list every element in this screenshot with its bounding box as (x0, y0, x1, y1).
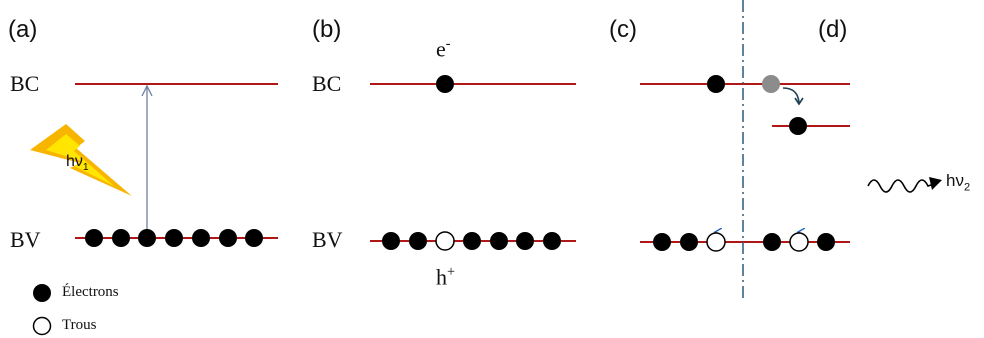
electron (219, 229, 237, 247)
hole-label: h+ (436, 264, 456, 290)
electron (85, 229, 103, 247)
panel-label-a: (a) (8, 16, 38, 43)
wavy-photon-arrow (867, 177, 942, 193)
cb-electron-c (707, 75, 725, 93)
electron (382, 232, 400, 250)
electron (680, 233, 698, 251)
electron (763, 233, 781, 251)
electron (112, 229, 130, 247)
legend-hole-icon (32, 316, 52, 336)
transfer-arrow (782, 87, 804, 106)
legend-holes-label: Trous (62, 317, 97, 333)
absorbed-photon-label: hν1 (66, 153, 89, 174)
cb-label-a: BC (10, 71, 40, 96)
vb-carriers-cd (653, 232, 835, 252)
electron (490, 232, 508, 250)
hole (435, 231, 455, 251)
cb-label-b: BC (312, 71, 342, 96)
electron (192, 229, 210, 247)
excited-electron (436, 75, 454, 93)
hole (789, 232, 809, 252)
legend-electron-icon (33, 284, 51, 302)
electron-label: e- (436, 36, 451, 62)
electron (245, 229, 263, 247)
electron (817, 233, 835, 251)
emitted-photon-label: hν2 (946, 171, 971, 194)
electron (138, 229, 156, 247)
electron (409, 232, 427, 250)
panel-label-d: (d) (818, 16, 848, 43)
vb-carriers-b (382, 231, 561, 251)
electron (543, 232, 561, 250)
electron (165, 229, 183, 247)
vb-electrons-a (85, 229, 263, 247)
trapped-electron (789, 117, 807, 135)
vb-label-a: BV (10, 227, 41, 252)
legend-electrons-label: Électrons (62, 284, 119, 300)
vb-label-b: BV (312, 227, 343, 252)
grey-electron-d (762, 75, 780, 93)
lightning-icon (30, 124, 132, 196)
excitation-arrow (141, 84, 153, 237)
panel-label-c: (c) (609, 16, 637, 43)
hole (706, 232, 726, 252)
electron (653, 233, 671, 251)
electron (516, 232, 534, 250)
panel-label-b: (b) (312, 16, 342, 43)
electron (463, 232, 481, 250)
